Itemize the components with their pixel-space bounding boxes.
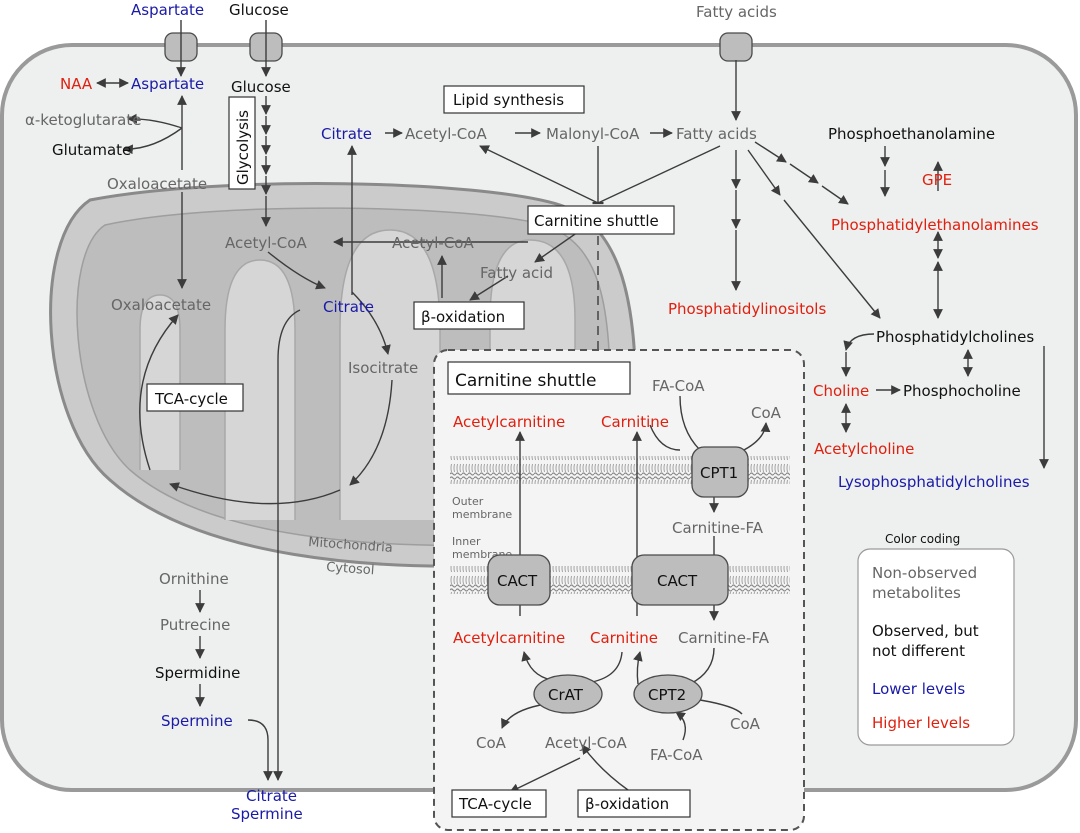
fatty-acid-transporter [719, 32, 753, 62]
tca-cycle-box [146, 383, 244, 412]
carnitine-top-label: Carnitine [601, 413, 669, 431]
phosphatidylinositols-label: Phosphatidylinositols [668, 300, 826, 318]
crat-enzyme [533, 674, 603, 714]
malonyl-coa-label: Malonyl-CoA [546, 125, 640, 143]
carnitine-shuttle-box [527, 205, 675, 235]
mitochondria-label: Mitochondria [308, 535, 393, 556]
phosphocholine-label: Phosphocholine [903, 382, 1021, 400]
cact-protein-1 [487, 554, 551, 606]
cytosol-label: Cytosol [326, 560, 375, 578]
acetyl-coa-cytosol-label: Acetyl-CoA [405, 125, 487, 143]
legend-higher: Higher levels [872, 714, 970, 732]
lipid-synthesis-box [443, 85, 585, 114]
crat-label: CrAT [548, 686, 584, 704]
oxaloacetate-cytosol-label: Oxaloacetate [107, 175, 207, 193]
glucose-label: Glucose [231, 78, 291, 96]
choline-label: Choline [813, 382, 869, 400]
naa-label: NAA [60, 75, 93, 93]
ornithine-label: Ornithine [159, 570, 229, 588]
beta-oxidation-label: β-oxidation [421, 308, 505, 326]
coa-right-label: CoA [730, 715, 761, 733]
cact-protein-2 [631, 554, 729, 606]
inset-beta-ox-label: β-oxidation [585, 795, 669, 813]
fatty-acids-cytosol-label: Fatty acids [676, 125, 757, 143]
phosphoethanolamine-label: Phosphoethanolamine [828, 125, 995, 143]
inset-title: Carnitine shuttle [455, 371, 596, 391]
legend-non-observed-1: Non-observed [872, 564, 977, 582]
cact-label-2: CACT [657, 572, 698, 590]
inner-membrane-label-1: Inner [452, 535, 481, 548]
inset-beta-ox-box [577, 789, 691, 818]
gpe-label: GPE [922, 171, 952, 189]
lysophosphatidylcholines-label: Lysophosphatidylcholines [838, 473, 1030, 491]
coa-left-label: CoA [476, 734, 507, 752]
outer-membrane-label-2: membrane [452, 508, 512, 521]
legend-title: Color coding [885, 532, 960, 546]
lipid-synthesis-label: Lipid synthesis [453, 91, 564, 109]
acetylcarnitine-bottom-label: Acetylcarnitine [453, 629, 565, 647]
cact-label-1: CACT [497, 572, 538, 590]
spermine-label: Spermine [161, 712, 233, 730]
carnitine-fa-2-label: Carnitine-FA [678, 629, 770, 647]
spermine-exported-label: Spermine [231, 805, 303, 823]
carnitine-bottom-label: Carnitine [590, 629, 658, 647]
citrate-cytosol-label: Citrate [321, 125, 372, 143]
tca-cycle-label: TCA-cycle [154, 390, 228, 408]
acetyl-coa-mito-label: Acetyl-CoA [225, 234, 307, 252]
glycolysis-box [228, 96, 256, 190]
citrate-exported-label: Citrate [246, 787, 297, 805]
spermidine-label: Spermidine [155, 664, 240, 682]
legend-lower: Lower levels [872, 680, 965, 698]
coa-top-label: CoA [751, 404, 782, 422]
acetylcholine-label: Acetylcholine [814, 440, 914, 458]
carnitine-shuttle-inset: Carnitine shuttle Outer membrane Inner m… [433, 349, 805, 831]
color-legend: Color coding Non-observed metabolites Ob… [857, 532, 1015, 746]
legend-observed-2: not different [872, 642, 965, 660]
legend-non-observed-2: metabolites [872, 584, 961, 602]
phosphatidylethanolamines-label: Phosphatidylethanolamines [831, 216, 1039, 234]
aspartate-label: Aspartate [131, 75, 204, 93]
oxaloacetate-mito-label: Oxaloacetate [111, 296, 211, 314]
cpt2-enzyme [633, 674, 703, 714]
cpt1-label: CPT1 [700, 464, 738, 482]
acetylcarnitine-top-label: Acetylcarnitine [453, 413, 565, 431]
inset-tca-label: TCA-cycle [458, 795, 532, 813]
isocitrate-label: Isocitrate [348, 359, 418, 377]
aspartate-extracellular: Aspartate [131, 1, 204, 19]
glycolysis-label: Glycolysis [234, 110, 252, 185]
inset-tca-box [451, 789, 547, 818]
acetyl-coa-inset-label: Acetyl-CoA [545, 734, 627, 752]
glutamate-label: Glutamate [52, 141, 131, 159]
cpt1-protein [691, 446, 749, 498]
fatty-acids-extracellular: Fatty acids [696, 3, 777, 21]
fatty-acid-mito-label: Fatty acid [480, 264, 553, 282]
carnitine-shuttle-label: Carnitine shuttle [534, 212, 659, 230]
putrecine-label: Putrecine [160, 616, 230, 634]
phosphatidylcholines-label: Phosphatidylcholines [876, 328, 1034, 346]
citrate-mito-label: Citrate [323, 298, 374, 316]
beta-oxidation-box [413, 301, 525, 330]
carnitine-fa-1-label: Carnitine-FA [672, 519, 764, 537]
cpt2-label: CPT2 [648, 686, 686, 704]
alpha-ketoglutarate-label: α-ketoglutarate [25, 111, 141, 129]
glucose-extracellular: Glucose [229, 1, 289, 19]
fa-coa-top-label: FA-CoA [652, 377, 705, 395]
legend-observed-1: Observed, but [872, 622, 979, 640]
acetyl-coa-mito-2-label: Acetyl-CoA [392, 234, 474, 252]
fa-coa-bottom-label: FA-CoA [650, 746, 703, 764]
outer-membrane-label-1: Outer [452, 495, 484, 508]
